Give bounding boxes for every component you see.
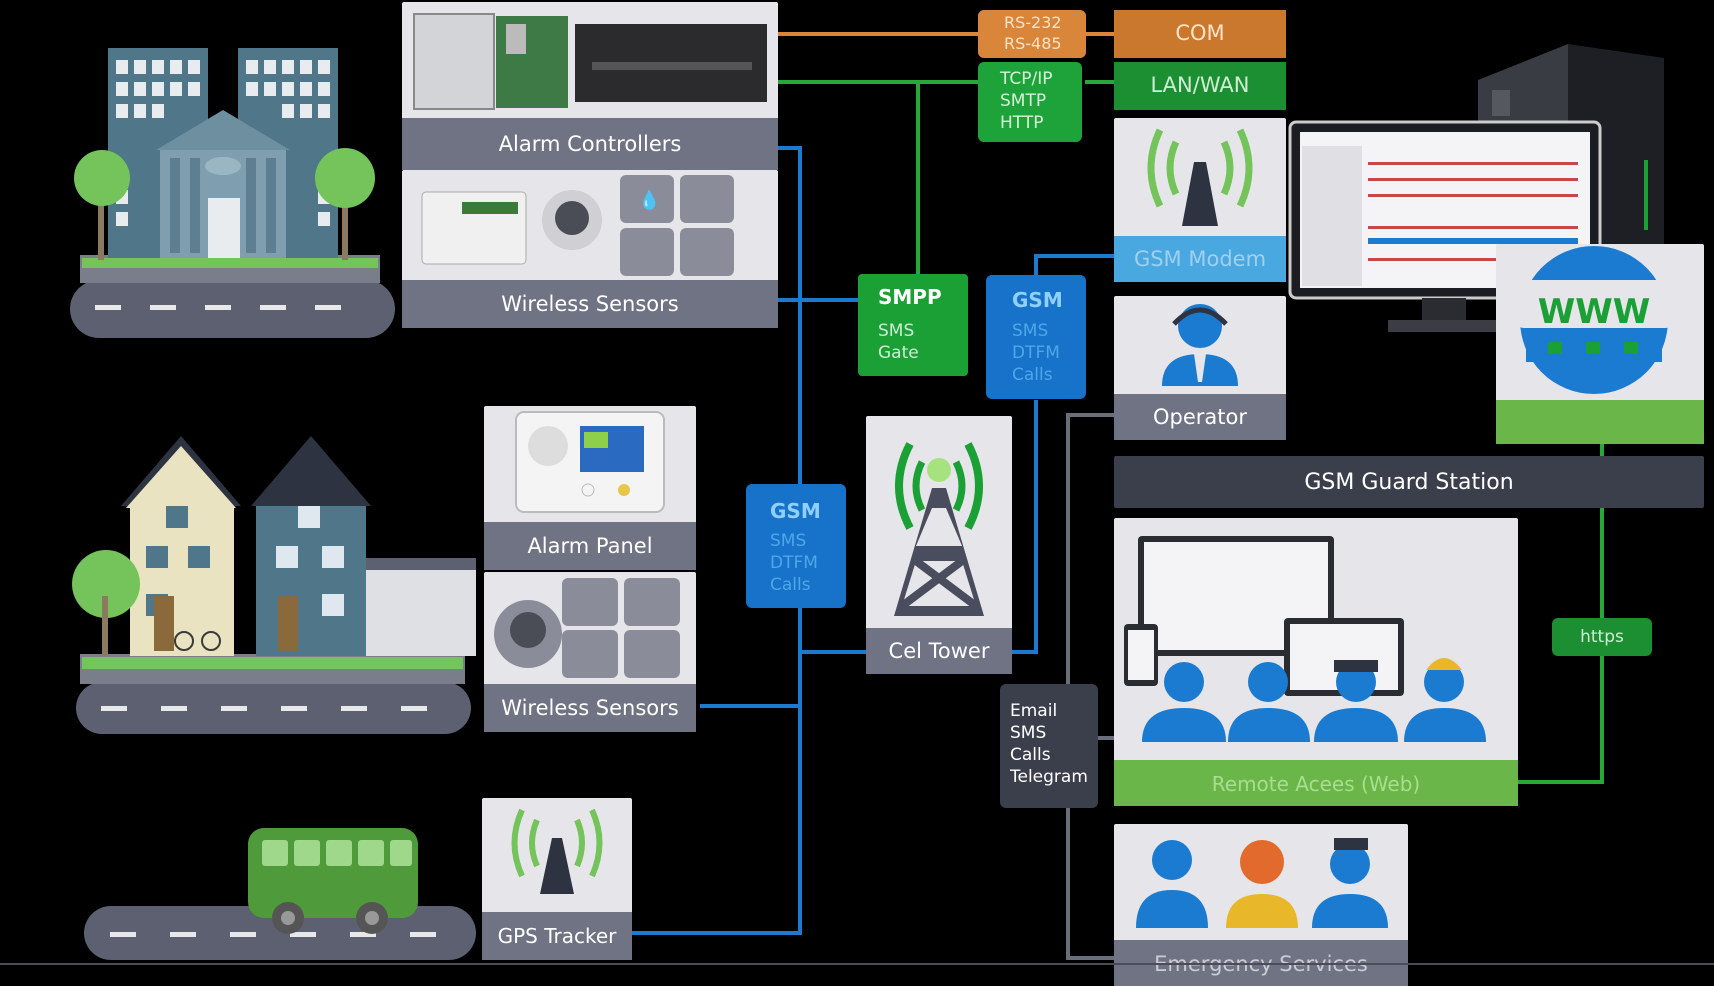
alarm-controllers-label: Alarm Controllers xyxy=(498,132,682,156)
remote-users-icon xyxy=(1124,536,1486,742)
com-text: COM xyxy=(1175,21,1225,45)
office-building-icon xyxy=(70,48,395,338)
gsm-mid-title: GSM xyxy=(770,499,821,523)
http-text: HTTP xyxy=(1000,113,1044,133)
lan-wan-text: LAN/WAN xyxy=(1150,73,1250,97)
remote-access-card: Remote Acees (Web) xyxy=(1114,518,1518,806)
remote-access-label: Remote Acees (Web) xyxy=(1211,772,1421,796)
wireless-sensors-mid-card: Wireless Sensors xyxy=(484,572,696,732)
cel-tower-bar: Cel Tower xyxy=(866,628,1012,674)
gsm-mid-calls: Calls xyxy=(770,575,811,595)
lan-badge: LAN/WAN xyxy=(1114,62,1286,110)
cel-tower-card: Cel Tower xyxy=(866,416,1012,674)
emergency-services-card: Emergency Services xyxy=(1114,824,1408,986)
gsm-top-dtfm: DTFM xyxy=(1012,343,1060,363)
smpp-gate: Gate xyxy=(878,343,919,363)
smpp-sms: SMS xyxy=(878,321,915,341)
alarm-panel-card: Alarm Panel xyxy=(484,406,696,570)
bottom-divider xyxy=(0,963,1714,965)
tcp-ip-text: TCP/IP xyxy=(1000,69,1053,89)
blue-modem-connector xyxy=(1034,254,1114,275)
https-badge: https xyxy=(1552,618,1652,656)
bus-icon xyxy=(84,828,476,960)
gps-tracker-label: GPS Tracker xyxy=(497,924,617,948)
blue-bus-bottom xyxy=(632,608,802,935)
wireless-sensors-top-bar: Wireless Sensors xyxy=(402,280,778,328)
https-text: https xyxy=(1580,627,1624,647)
smpp-title: SMPP xyxy=(878,285,942,309)
alarm-controller-devices-icon xyxy=(413,13,767,110)
www-card: WWW xyxy=(1496,244,1704,444)
gps-antenna-icon xyxy=(511,808,603,894)
gsm-modem-card: GSM Modem xyxy=(1114,118,1286,282)
alarm-panel-label: Alarm Panel xyxy=(527,534,653,558)
gsm-modem-bar: GSM Modem xyxy=(1114,236,1286,282)
wireless-sensors-top-card: 💧 Wireless Sensors xyxy=(402,170,778,328)
notify-sms: SMS xyxy=(1010,723,1047,743)
notify-email: Email xyxy=(1010,701,1058,721)
gsm-top-title: GSM xyxy=(1012,288,1063,312)
residential-houses-icon xyxy=(72,436,476,734)
alarm-controllers-bar: Alarm Controllers xyxy=(402,118,778,170)
blue-bus-top xyxy=(778,146,802,490)
www-bar xyxy=(1496,400,1704,444)
wireless-sensors-icon: 💧 xyxy=(421,175,734,276)
wireless-sensors-icon xyxy=(494,578,680,678)
alarm-panel-bar: Alarm Panel xyxy=(484,522,696,570)
smpp-badge: SMPP SMS Gate xyxy=(858,274,968,376)
operator-bar: Operator xyxy=(1114,394,1286,440)
gsm-top-badge: GSM SMS DTFM Calls xyxy=(986,275,1086,399)
cell-tower-icon xyxy=(894,442,984,616)
gsm-mid-badge: GSM SMS DTFM Calls xyxy=(746,484,846,608)
https-remote-connector xyxy=(1518,656,1604,784)
gsm-antenna-icon xyxy=(1147,128,1253,226)
remote-access-bar: Remote Acees (Web) xyxy=(1114,760,1518,806)
emergency-responders-icon xyxy=(1136,838,1388,928)
operator-label: Operator xyxy=(1153,405,1247,429)
gps-tracker-card: GPS Tracker xyxy=(482,798,632,960)
rs-232-text: RS-232 xyxy=(1004,13,1062,32)
www-globe-icon xyxy=(1510,246,1680,394)
wireless-sensors-mid-label: Wireless Sensors xyxy=(501,696,679,720)
rs-485-text: RS-485 xyxy=(1004,34,1062,53)
gps-tracker-bar: GPS Tracker xyxy=(482,912,632,960)
tcp-badge: TCP/IP SMTP HTTP xyxy=(978,62,1082,142)
gsm-modem-label: GSM Modem xyxy=(1133,247,1267,271)
gray-notify-connector xyxy=(1066,413,1114,686)
operator-icon xyxy=(1162,304,1238,386)
operator-card: Operator xyxy=(1114,296,1286,440)
notify-calls: Calls xyxy=(1010,745,1051,765)
gsm-guard-station-bar: GSM Guard Station xyxy=(1114,456,1704,508)
svg-text:💧: 💧 xyxy=(638,189,660,211)
gsm-top-sms: SMS xyxy=(1012,321,1049,341)
notify-badge: Email SMS Calls Telegram xyxy=(1000,684,1098,808)
gsm-mid-dtfm: DTFM xyxy=(770,553,818,573)
gray-notify-emergency xyxy=(1066,805,1114,960)
rs-badge: RS-232 RS-485 xyxy=(978,10,1086,58)
com-badge: COM xyxy=(1114,10,1286,58)
alarm-controllers-card: Alarm Controllers xyxy=(402,2,778,170)
www-text: WWW xyxy=(1537,292,1651,332)
gsm-mid-sms: SMS xyxy=(770,531,807,551)
wireless-sensors-mid-bar: Wireless Sensors xyxy=(484,684,696,732)
gsm-guard-station-title: GSM Guard Station xyxy=(1304,470,1514,495)
gsm-top-calls: Calls xyxy=(1012,365,1053,385)
wireless-sensors-top-label: Wireless Sensors xyxy=(501,292,679,316)
cel-tower-label: Cel Tower xyxy=(888,639,990,663)
notify-telegram: Telegram xyxy=(1010,767,1088,787)
smtp-text: SMTP xyxy=(1000,91,1047,111)
blue-gsm-top-connector xyxy=(1010,400,1038,654)
alarm-panel-icon xyxy=(515,411,665,513)
